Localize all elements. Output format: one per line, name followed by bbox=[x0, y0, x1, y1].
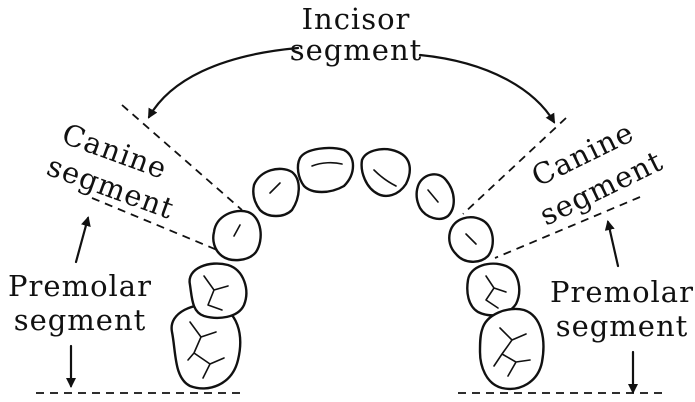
premolar-right-up-arrow bbox=[604, 220, 620, 268]
incisor-label-line1: Incisor bbox=[302, 2, 411, 36]
canine-segment-label-left: Canine segment bbox=[43, 117, 179, 226]
left-canine-tooth bbox=[212, 209, 262, 262]
right-lateral-incisor-tooth bbox=[415, 173, 455, 220]
right-second-premolar-tooth bbox=[466, 262, 521, 317]
incisor-label-line2: segment bbox=[290, 33, 423, 67]
right-canine-tooth bbox=[448, 216, 494, 263]
right-molar-tooth bbox=[478, 307, 545, 391]
left-molar-tooth bbox=[170, 303, 242, 390]
premolar-segment-label-right: Premolar segment bbox=[550, 275, 694, 343]
canine-premolar-boundary-right bbox=[494, 196, 641, 259]
premolar-right-label-line2: segment bbox=[556, 309, 689, 343]
left-lateral-incisor-tooth bbox=[252, 167, 300, 218]
incisor-segment-label: Incisor segment bbox=[290, 2, 423, 67]
premolar-segment-label-left: Premolar segment bbox=[8, 269, 152, 337]
incisor-canine-boundary-right bbox=[462, 117, 567, 215]
premolar-left-up-arrow bbox=[74, 216, 91, 264]
premolar-right-label-line1: Premolar bbox=[550, 275, 694, 309]
left-central-incisor-tooth bbox=[296, 146, 355, 194]
premolar-left-label-line2: segment bbox=[14, 303, 147, 337]
incisor-left-arrow bbox=[147, 46, 300, 119]
canine-premolar-boundary-left bbox=[91, 197, 223, 253]
incisor-canine-boundary-left bbox=[121, 104, 243, 211]
left-second-premolar-tooth bbox=[188, 262, 248, 319]
premolar-left-label-line1: Premolar bbox=[8, 269, 152, 303]
incisor-right-arrow bbox=[418, 53, 556, 124]
right-central-incisor-tooth bbox=[360, 148, 411, 198]
